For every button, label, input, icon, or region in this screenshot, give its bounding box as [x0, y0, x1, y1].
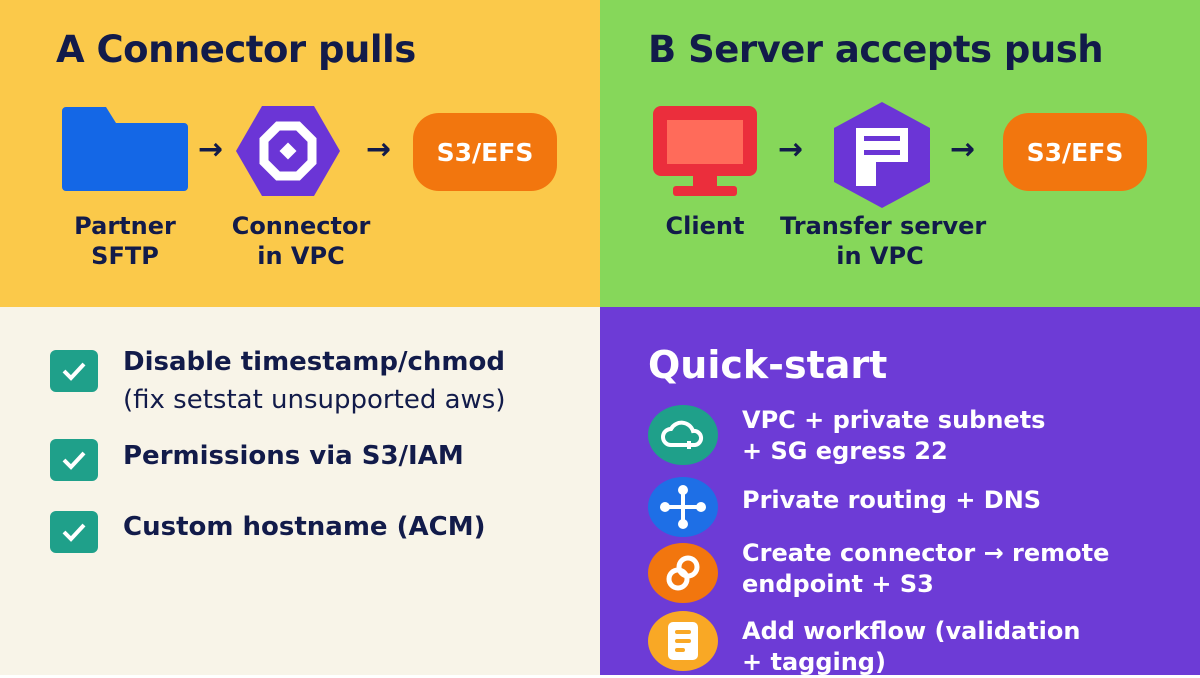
check-icon [50, 350, 98, 392]
checklist-panel [0, 307, 600, 675]
panel-server-accepts-push: B Server accepts push → → S3/EFS Client … [600, 0, 1200, 307]
node-label: Client [665, 212, 745, 240]
quickstart-step: Private routing + DNS [742, 486, 1042, 514]
storage-s3-efs: S3/EFS [413, 113, 557, 191]
quickstart-title: Quick-start [648, 343, 888, 387]
document-icon [648, 611, 718, 671]
cloud-icon [648, 405, 718, 465]
panel-a-title: A Connector pulls [56, 28, 416, 71]
storage-s3-efs: S3/EFS [1003, 113, 1147, 191]
arrow-icon: → [198, 132, 224, 167]
panel-b-title: B Server accepts push [648, 28, 1104, 71]
server-hexagon-icon [834, 102, 930, 208]
quickstart-step: Add workflow (validation+ tagging) [742, 617, 1081, 676]
monitor-icon [653, 106, 757, 196]
connector-hexagon-icon [236, 106, 340, 196]
checklist-item: Custom hostname (ACM) [123, 512, 486, 542]
link-icon [648, 543, 718, 603]
network-icon [648, 477, 718, 537]
arrow-icon: → [778, 132, 804, 167]
quickstart-step: VPC + private subnets+ SG egress 22 [742, 406, 1046, 465]
check-icon [50, 511, 98, 553]
arrow-icon: → [950, 132, 976, 167]
checklist-item: Permissions via S3/IAM [123, 441, 464, 471]
check-icon [50, 439, 98, 481]
checklist-item: Disable timestamp/chmod(fix setstat unsu… [123, 347, 506, 415]
folder-icon [62, 107, 188, 191]
arrow-icon: → [366, 132, 392, 167]
